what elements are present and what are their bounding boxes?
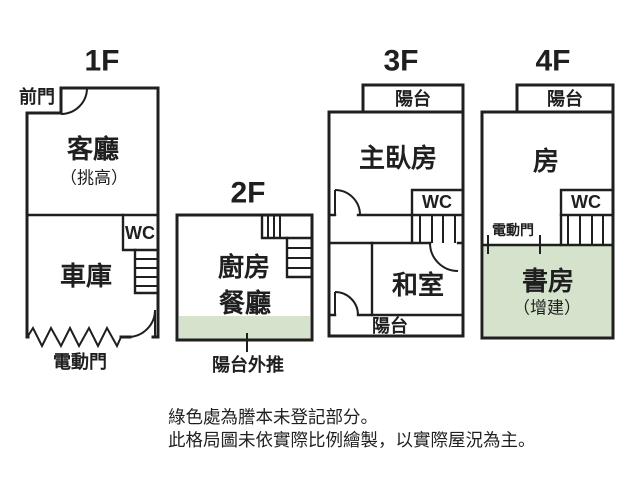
floor-3f-outline <box>327 110 465 338</box>
floor-2f-stairs <box>260 213 314 279</box>
master-bedroom-door <box>334 189 361 216</box>
dining-room-label: 餐廳 <box>219 288 271 318</box>
legend: 綠色處為謄本未登記部分。 此格局圖未依實際比例繪製，以實際屋況為主。 <box>118 407 536 450</box>
floor-4f: 4F 陽台 房 WC 電動門 書房 （增建） <box>480 45 615 340</box>
front-door-arc <box>60 87 88 115</box>
floor-4f-walls <box>480 188 615 247</box>
study-extension-area <box>484 246 612 337</box>
floor-4f-label: 4F <box>535 45 570 78</box>
balcony-4f-top-label: 陽台 <box>547 88 583 109</box>
electric-door-4f-label: 電動門 <box>492 222 534 238</box>
wc-1f-label: WC <box>125 223 155 243</box>
balcony-3f-door <box>334 291 359 316</box>
floor-1f-walls <box>25 86 160 339</box>
floor-2f: 2F 廚房 餐廳 陽台外推 <box>175 177 314 375</box>
room-4f-label: 房 <box>533 146 559 176</box>
electric-door-zigzag <box>27 325 122 349</box>
study-label: 書房 <box>522 266 574 296</box>
balcony-pushed-out-area <box>179 316 310 339</box>
legend-green-note: 綠色處為謄本未登記部分。 <box>168 407 378 427</box>
wc-3f-label: WC <box>422 192 452 212</box>
legend-scale-note: 此格局圖未依實際比例繪製，以實際屋況為主。 <box>168 430 536 450</box>
wc-4f-label: WC <box>571 192 601 212</box>
floor-1f-label: 1F <box>84 45 119 78</box>
legend-green-swatch <box>118 408 158 426</box>
living-room-note: （挑高） <box>60 169 128 188</box>
floor-2f-label: 2F <box>230 177 265 210</box>
floor-3f-label: 3F <box>383 45 418 78</box>
balcony-3f-top-label: 陽台 <box>395 88 431 109</box>
study-note: （增建） <box>513 299 581 318</box>
balcony-3f-bottom-label: 陽台 <box>372 315 408 336</box>
kitchen-label: 廚房 <box>218 252 270 282</box>
balcony-pushed-out-label: 陽台外推 <box>212 354 284 375</box>
electric-door-4f-ticks <box>487 235 541 254</box>
garage-side-door <box>127 309 156 338</box>
garage-label: 車庫 <box>60 261 112 291</box>
master-bedroom-label: 主臥房 <box>359 143 437 173</box>
floor-3f: 3F 陽台 主臥房 WC 和室 陽台 <box>327 45 465 338</box>
front-door-label: 前門 <box>19 86 55 107</box>
tatami-room-label: 和室 <box>392 270 444 300</box>
floor-1f: 1F 前門 客廳 （挑高） WC 車庫 電動門 <box>19 45 160 372</box>
tatami-room-door-arc <box>429 242 459 272</box>
floor-4f-outline <box>480 110 615 340</box>
living-room-label: 客廳 <box>67 134 119 164</box>
electric-door-1f-label: 電動門 <box>53 351 107 372</box>
